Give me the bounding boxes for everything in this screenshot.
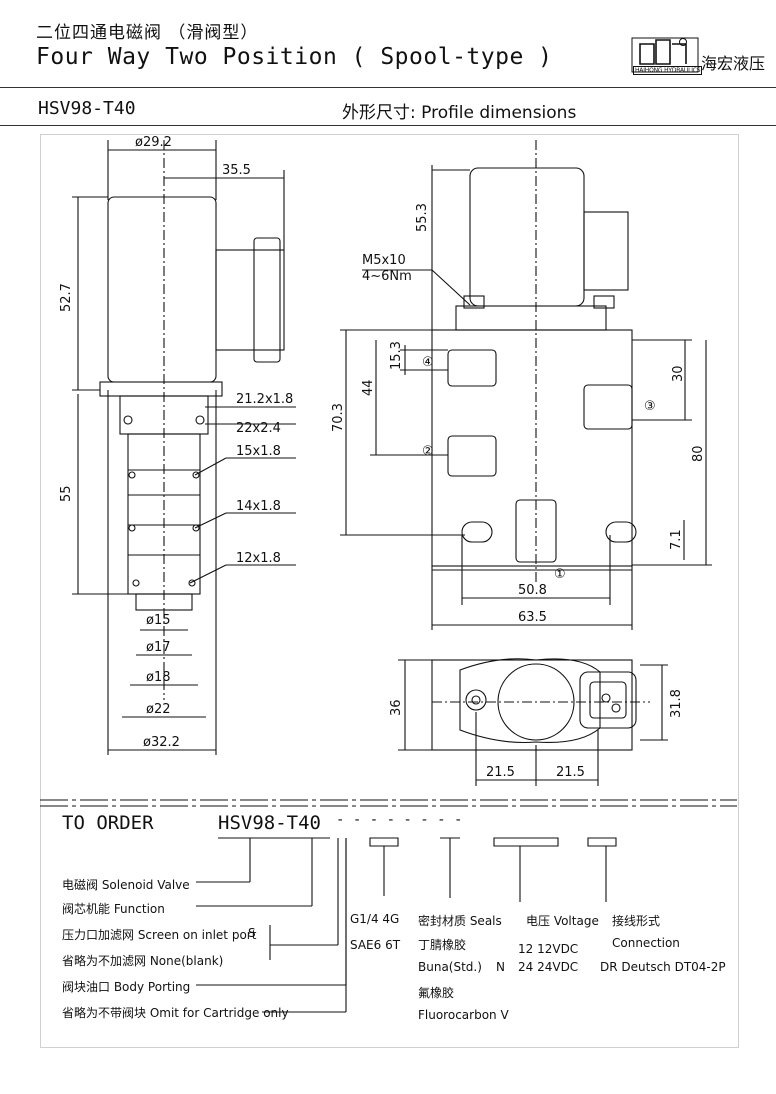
dim-d15: ø15	[146, 613, 171, 628]
seals-buna-cn: 丁腈橡胶	[418, 938, 467, 952]
order-label-screen: 压力口加滤网 Screen on inlet port	[62, 928, 257, 942]
voltage-title: 电压 Voltage	[526, 914, 599, 928]
brand-chinese: 海宏液压	[701, 54, 766, 73]
screw-spec: M5x10	[362, 253, 406, 268]
header-rule	[0, 87, 776, 88]
dim-55-3: 55.3	[415, 203, 430, 232]
voltage-12: 12 12VDC	[518, 942, 579, 956]
drawing-frame	[40, 134, 739, 1048]
seals-fluoro-cn: 氟橡胶	[418, 986, 455, 1000]
dim-80: 80	[691, 445, 706, 462]
title-english: Four Way Two Position ( Spool-type )	[36, 44, 553, 70]
dim-35-5: 35.5	[222, 163, 251, 178]
subheader-rule	[0, 125, 776, 126]
model-number: HSV98-T40	[38, 98, 136, 119]
dim-55: 55	[59, 485, 74, 502]
port-label-1: ①	[554, 567, 566, 582]
dim-d22: ø22	[146, 702, 171, 717]
dim-44: 44	[361, 379, 376, 396]
mounting-flange	[459, 658, 601, 743]
order-title: TO ORDER	[62, 812, 154, 834]
profile-label: 外形尺寸: Profile dimensions	[342, 103, 577, 123]
dim-52-7: 52.7	[59, 283, 74, 312]
title-chinese: 二位四通电磁阀 （滑阀型）	[36, 23, 259, 43]
seals-buna: Buna(Std.)	[418, 960, 482, 974]
order-label-solenoid: 电磁阀 Solenoid Valve	[62, 878, 190, 892]
dim-31-8: 31.8	[669, 689, 684, 718]
coil-outline-top	[497, 663, 575, 741]
dim-d29-2: ø29.2	[135, 135, 172, 150]
seals-title: 密封材质 Seals	[418, 914, 502, 928]
porting-sae6: SAE6 6T	[350, 938, 401, 952]
order-label-porting: 阀块油口 Body Porting	[62, 980, 191, 994]
dim-d32-2: ø32.2	[143, 735, 180, 750]
dim-21-5-left: 21.5	[486, 765, 515, 780]
port-3	[583, 384, 633, 430]
port-2	[447, 435, 497, 477]
dim-30: 30	[671, 365, 686, 382]
dim-50-8: 50.8	[518, 583, 547, 598]
oring-22: 22x2.4	[236, 421, 281, 436]
voltage-24: 24 24VDC	[518, 960, 579, 974]
connection-title-cn: 接线形式	[612, 914, 661, 928]
port-4	[447, 349, 497, 387]
porting-g14: G1/4 4G	[350, 912, 400, 926]
order-code: HSV98-T40	[218, 812, 321, 834]
connection-title-en: Connection	[612, 936, 680, 950]
solenoid-coil	[107, 196, 217, 383]
dim-d17: ø17	[146, 640, 171, 655]
oring-14: 14x1.8	[236, 499, 281, 514]
order-label-function: 阀芯机能 Function	[62, 902, 165, 916]
dim-36: 36	[389, 699, 404, 716]
port-label-4: ④	[422, 355, 434, 370]
order-label-omit: 省略为不带阀块 Omit for Cartridge only	[62, 1006, 289, 1020]
oring-21-2: 21.2x1.8	[236, 392, 293, 407]
solenoid-coil-front	[469, 167, 585, 307]
connection-dr: DR Deutsch DT04-2P	[600, 960, 726, 974]
connector-housing	[215, 249, 285, 351]
dim-15-3: 15.3	[389, 341, 404, 370]
seals-code-n: N	[496, 960, 505, 974]
valve-block-top	[431, 659, 633, 751]
dim-21-5-right: 21.5	[556, 765, 585, 780]
order-dashes: - - - - - - - -	[336, 812, 463, 828]
dim-70-3: 70.3	[331, 403, 346, 432]
dim-d18: ø18	[146, 670, 171, 685]
brand-english: HAIHONG HYDRAULICS	[633, 66, 703, 75]
dim-7-1: 7.1	[669, 529, 684, 550]
port-label-2: ②	[422, 444, 434, 459]
torque-spec: 4~6Nm	[362, 269, 412, 284]
order-label-none: 省略为不加滤网 None(blank)	[62, 954, 224, 968]
order-screen-code: S	[248, 926, 256, 940]
connector-front	[583, 211, 629, 291]
seals-fluorocarbon: Fluorocarbon V	[418, 1008, 509, 1022]
port-label-3: ③	[644, 399, 656, 414]
dim-63-5: 63.5	[518, 610, 547, 625]
oring-12: 12x1.8	[236, 551, 281, 566]
oring-15: 15x1.8	[236, 444, 281, 459]
